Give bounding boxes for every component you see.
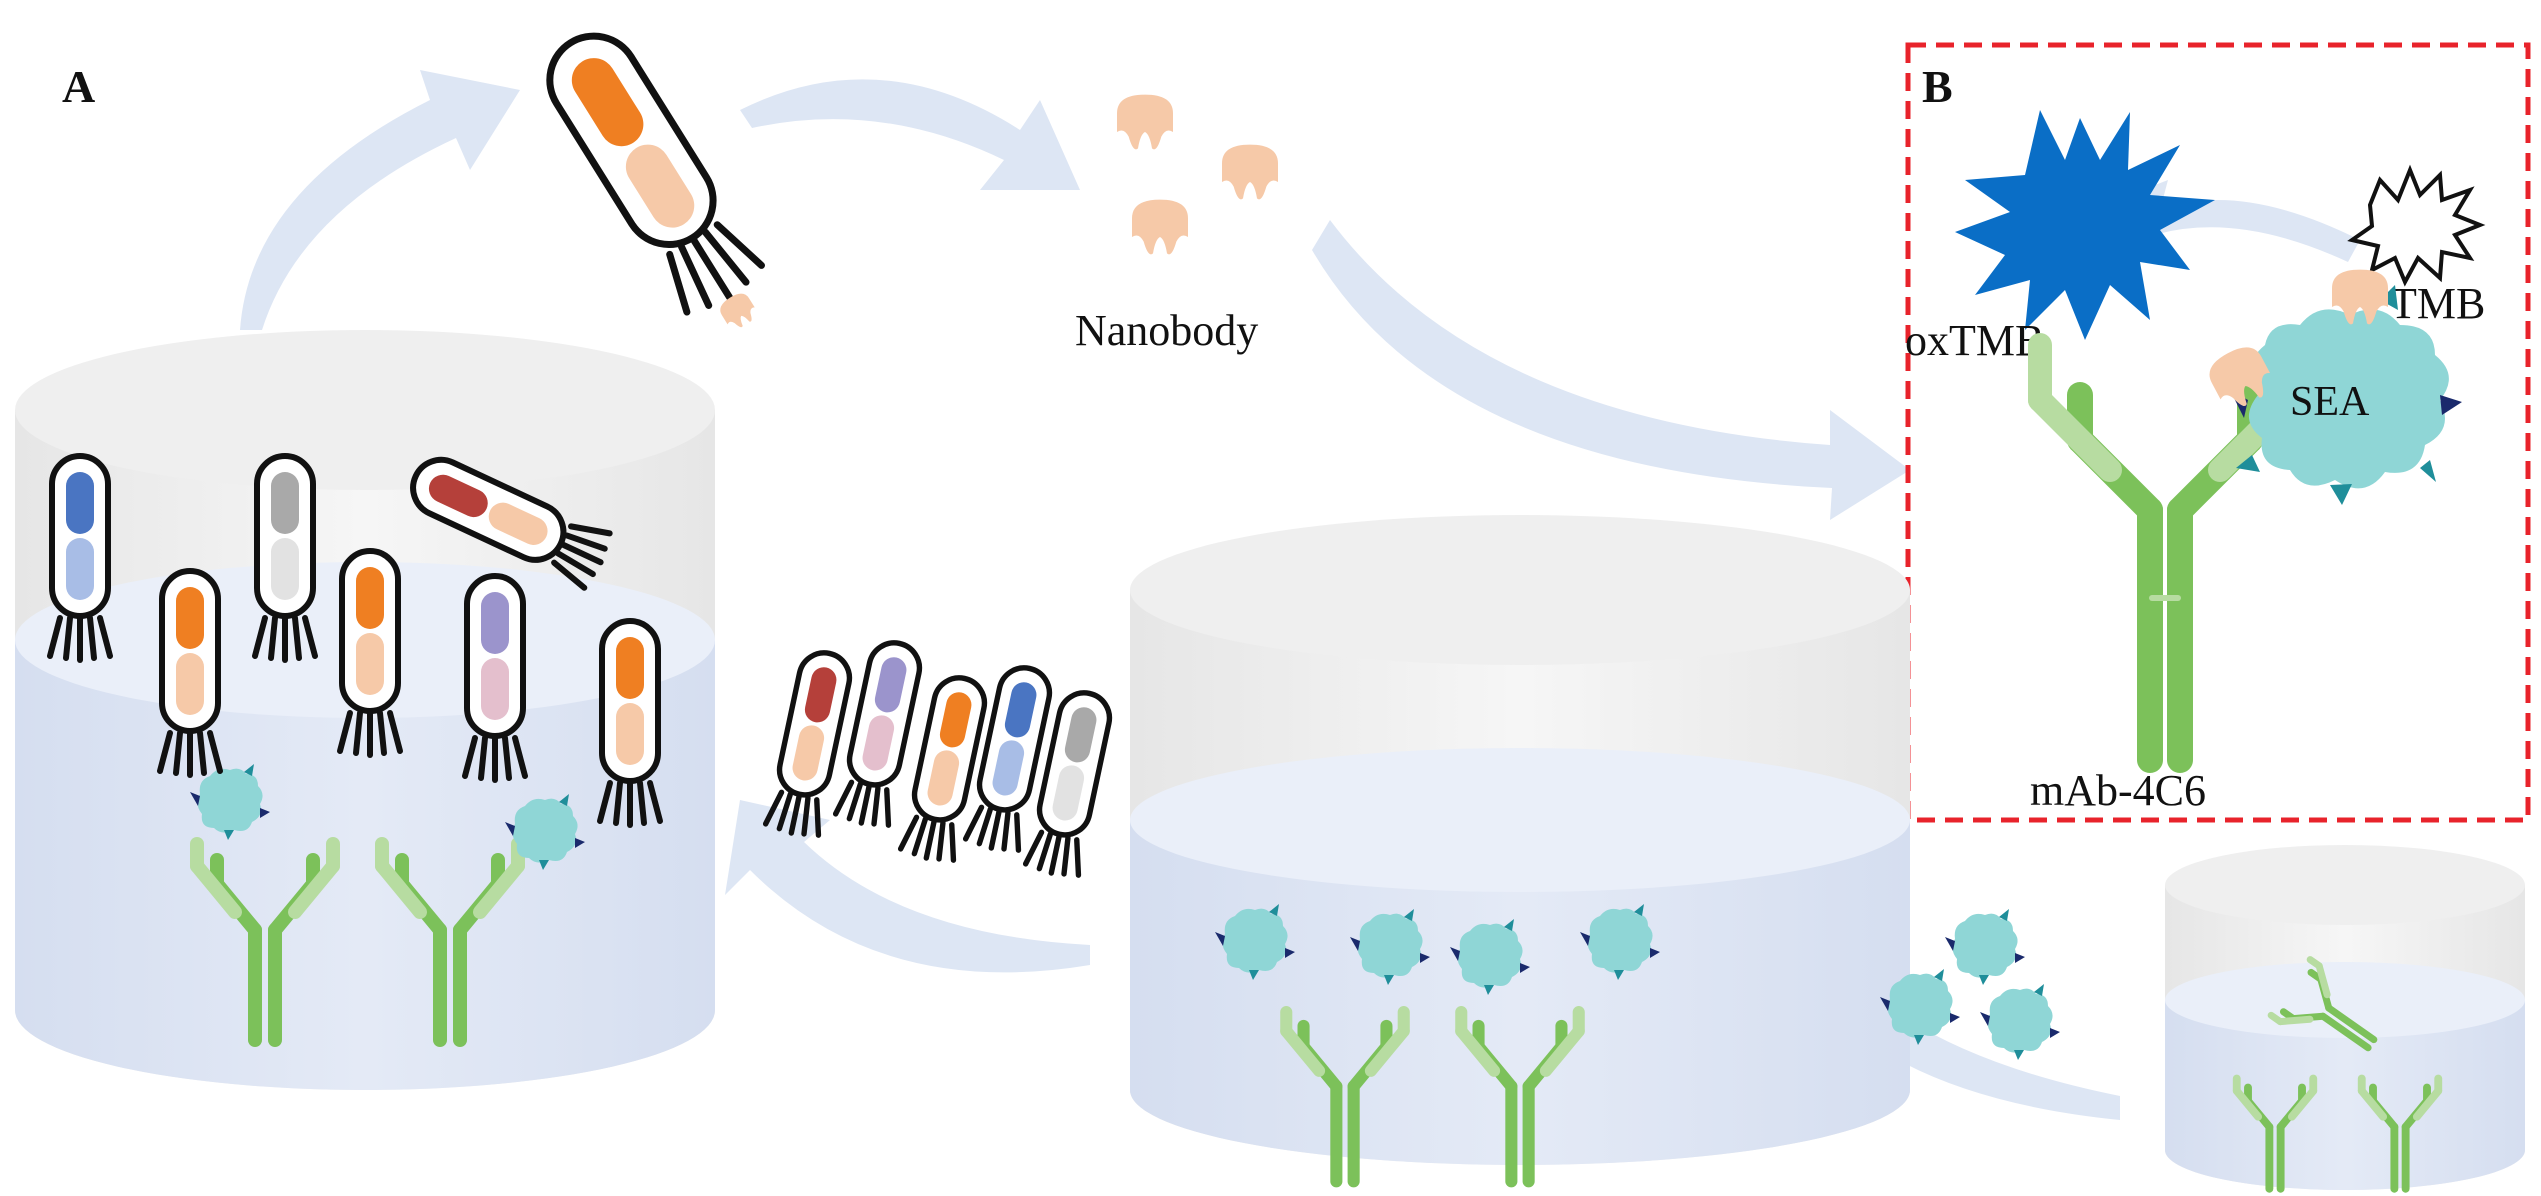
flow-arrow-icon bbox=[740, 79, 1080, 190]
phage-icon bbox=[255, 456, 315, 660]
flow-arrow-icon bbox=[1312, 220, 1910, 520]
well-2 bbox=[1130, 515, 1910, 1181]
antigen-icon bbox=[1945, 909, 2025, 985]
well-a bbox=[15, 330, 715, 1090]
flow-arrow-icon bbox=[1790, 950, 2120, 1120]
nanobody-icon bbox=[1222, 144, 1278, 200]
antigen-icon bbox=[2230, 285, 2462, 505]
tmb-label: TMB bbox=[2390, 279, 2485, 328]
starburst-icon bbox=[1955, 110, 2215, 340]
mab-label: mAb-4C6 bbox=[2030, 766, 2206, 815]
well-3 bbox=[2165, 845, 2525, 1190]
starburst-icon bbox=[2347, 164, 2486, 287]
phage-icon bbox=[340, 551, 400, 755]
panel-b-frame bbox=[1905, 42, 2531, 823]
antigen-icon bbox=[1980, 984, 2060, 1060]
phage-icon bbox=[160, 571, 220, 775]
nanobody-icon bbox=[716, 289, 760, 333]
panel-b: B oxTMB TMB mAb-4C6 bbox=[1905, 42, 2531, 823]
panel-label-b: B bbox=[1922, 61, 1953, 112]
phage-icon bbox=[465, 576, 525, 780]
nanobody-icon bbox=[1132, 199, 1188, 255]
panel-label-a: A bbox=[62, 61, 95, 112]
oxtmb-label: oxTMB bbox=[1905, 316, 2044, 365]
nanobody-icon bbox=[1117, 94, 1173, 150]
flow-arrow-icon bbox=[725, 800, 1090, 973]
phage-icon bbox=[50, 456, 110, 660]
nanobody-label: Nanobody bbox=[1075, 306, 1258, 355]
eluted-phages bbox=[765, 638, 1116, 879]
phage-icon bbox=[600, 621, 660, 825]
nanobody-group bbox=[1117, 94, 1278, 255]
selected-phage bbox=[546, 32, 766, 333]
flow-arrow-icon bbox=[240, 70, 520, 330]
sea-label: SEA bbox=[2290, 379, 2370, 425]
